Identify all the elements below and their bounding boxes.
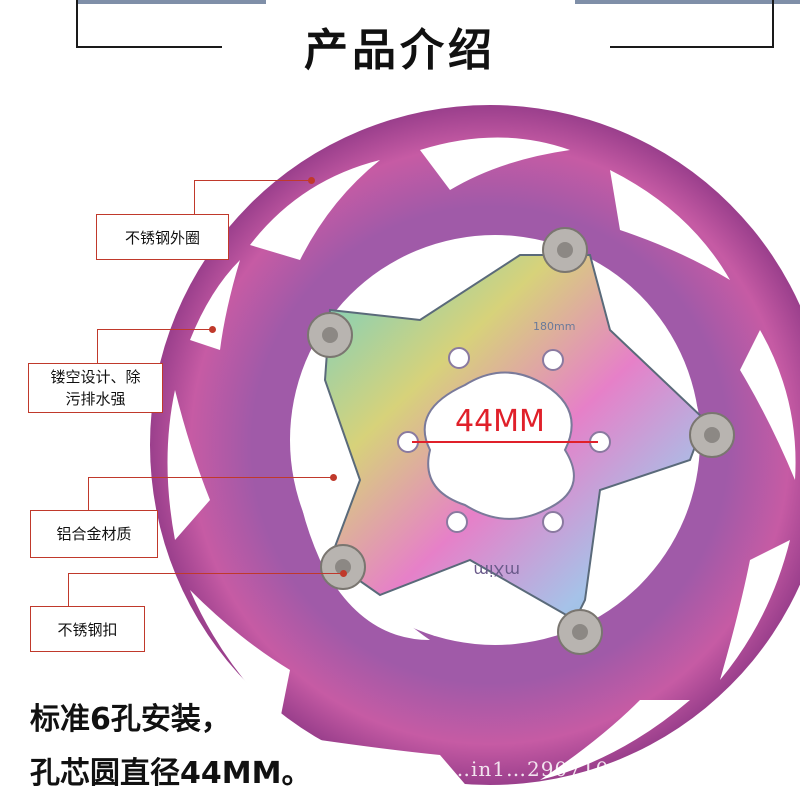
- callout-vline-alloy: [88, 477, 89, 510]
- stainless-buckles: [307, 227, 735, 655]
- callout-buckle: 不锈钢扣: [30, 606, 145, 652]
- callout-outer-ring: 不锈钢外圈: [96, 214, 229, 260]
- callout-hollow-line2: 污排水强: [65, 390, 126, 408]
- rotor-marking: 180mm: [533, 320, 575, 333]
- page-title: 产品介绍: [304, 25, 496, 76]
- callout-vline-hollow: [97, 329, 98, 363]
- callout-vline-buckle: [68, 573, 69, 606]
- callout-hollow-line1: 镂空设计、除: [50, 368, 141, 386]
- mounting-holes: [397, 347, 611, 533]
- callout-vline-ring: [194, 180, 195, 214]
- top-bar-left: [76, 0, 266, 4]
- title-line-left: [76, 0, 222, 48]
- callout-line-buckle: [68, 573, 343, 574]
- center-hole: [423, 371, 575, 520]
- title-line-right: [610, 0, 774, 48]
- callout-line-alloy: [88, 477, 333, 478]
- callout-dot-buckle: [340, 570, 347, 577]
- bottom-text-line1: 标准6孔安装，: [30, 702, 231, 737]
- measurement-label: 44MM: [455, 404, 545, 439]
- watermark: shop…in1…290710: [398, 757, 610, 781]
- callout-dot-hollow: [209, 326, 216, 333]
- callout-line-hollow: [97, 329, 212, 330]
- brand-logo: mXim: [473, 561, 520, 580]
- callout-line-ring: [194, 180, 312, 181]
- bottom-text-line2: 孔芯圆直径44MM。: [30, 756, 312, 791]
- top-bar-right: [575, 0, 800, 4]
- callout-alloy: 铝合金材质: [30, 510, 158, 558]
- callout-dot-alloy: [330, 474, 337, 481]
- callout-hollow-design: 镂空设计、除 污排水强: [28, 363, 163, 413]
